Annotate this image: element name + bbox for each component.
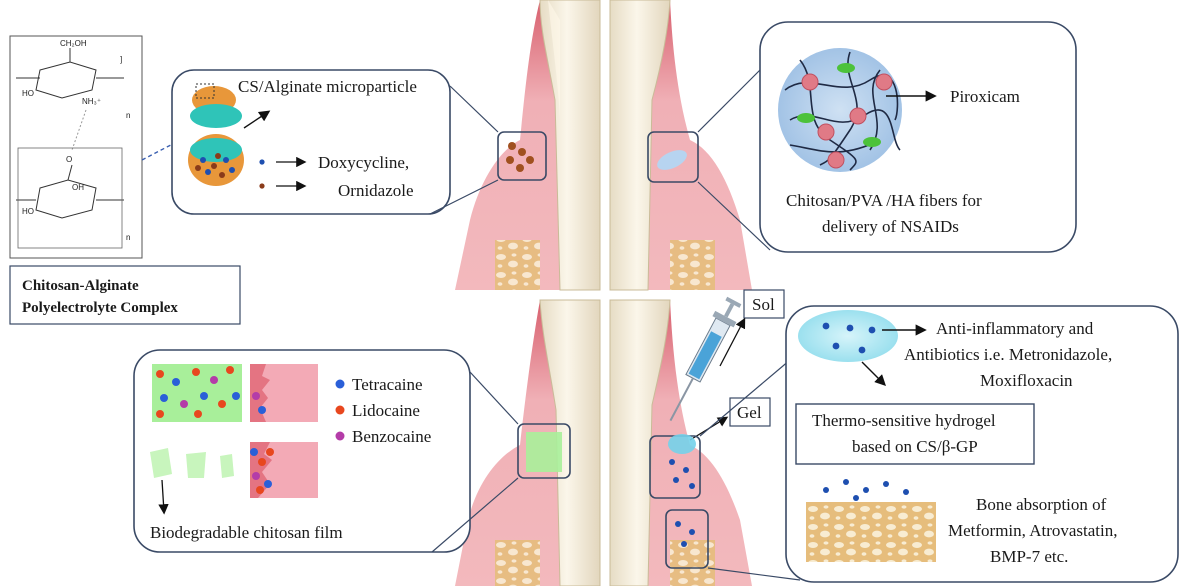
sol-label: Sol: [752, 295, 775, 314]
bracket-n-top: ]: [120, 55, 122, 64]
group-ho-1: HO: [22, 89, 34, 98]
ornidazole-marker: [259, 183, 264, 188]
hydrogel-drugs-line3: Moxifloxacin: [980, 371, 1073, 390]
sphere-top-core: [190, 104, 242, 128]
microparticle-title: CS/Alginate microparticle: [238, 77, 417, 96]
structure-caption-line1: Chitosan-Alginate: [22, 278, 139, 294]
tooth-illustrations: [455, 0, 752, 586]
hydrogel-label-line1: Thermo-sensitive hydrogel: [812, 411, 996, 430]
doxycycline-marker: [259, 159, 264, 164]
group-nh3: NH₃⁺: [82, 97, 101, 106]
bone-tissue: [806, 502, 936, 562]
drug-piroxicam: Piroxicam: [950, 87, 1020, 106]
fibers-caption-line2: delivery of NSAIDs: [822, 217, 959, 236]
tooth-top-right: [610, 0, 752, 290]
legend-tetracaine-marker: [336, 380, 345, 389]
repeat-n-bottom: n: [126, 233, 130, 242]
group-o: O: [66, 155, 72, 164]
group-ch2oh: CH₂OH: [60, 39, 87, 48]
panel-hydrogel: Anti-inflammatory and Antibiotics i.e. M…: [786, 306, 1178, 582]
fibers-caption-line1: Chitosan/PVA /HA fibers for: [786, 191, 982, 210]
repeat-n-top: n: [126, 111, 130, 120]
panel-fibers: Piroxicam Chitosan/PVA /HA fibers for de…: [760, 22, 1076, 252]
legend-tetracaine: Tetracaine: [352, 375, 423, 394]
panel-microparticle: CS/Alginate microparticle Doxycycline, O…: [172, 70, 450, 214]
film-caption: Biodegradable chitosan film: [150, 523, 343, 542]
tooth-top-left: [455, 0, 600, 290]
drug-doxycycline: Doxycycline,: [318, 153, 409, 172]
structure-caption-line2: Polyelectrolyte Complex: [22, 300, 178, 316]
hydrogel-label-line2: based on CS/β-GP: [852, 437, 978, 456]
legend-lidocaine: Lidocaine: [352, 401, 420, 420]
hydrogel-drugs-line1: Anti-inflammatory and: [936, 319, 1094, 338]
hydrogel-blob: [798, 310, 898, 362]
bone-line1: Bone absorption of: [976, 495, 1107, 514]
bone-line3: BMP-7 etc.: [990, 547, 1068, 566]
hydrogel-drugs-line2: Antibiotics i.e. Metronidazole,: [904, 345, 1112, 364]
legend-benzocaine: Benzocaine: [352, 427, 431, 446]
legend-lidocaine-marker: [336, 406, 345, 415]
bone-line2: Metformin, Atrovastatin,: [948, 521, 1118, 540]
legend-benzocaine-marker: [336, 432, 345, 441]
drug-ornidazole: Ornidazole: [338, 181, 414, 200]
gel-label: Gel: [737, 403, 762, 422]
sphere-bottom-core: [190, 138, 242, 162]
group-ho-2: HO: [22, 207, 34, 216]
group-oh: OH: [72, 183, 84, 192]
